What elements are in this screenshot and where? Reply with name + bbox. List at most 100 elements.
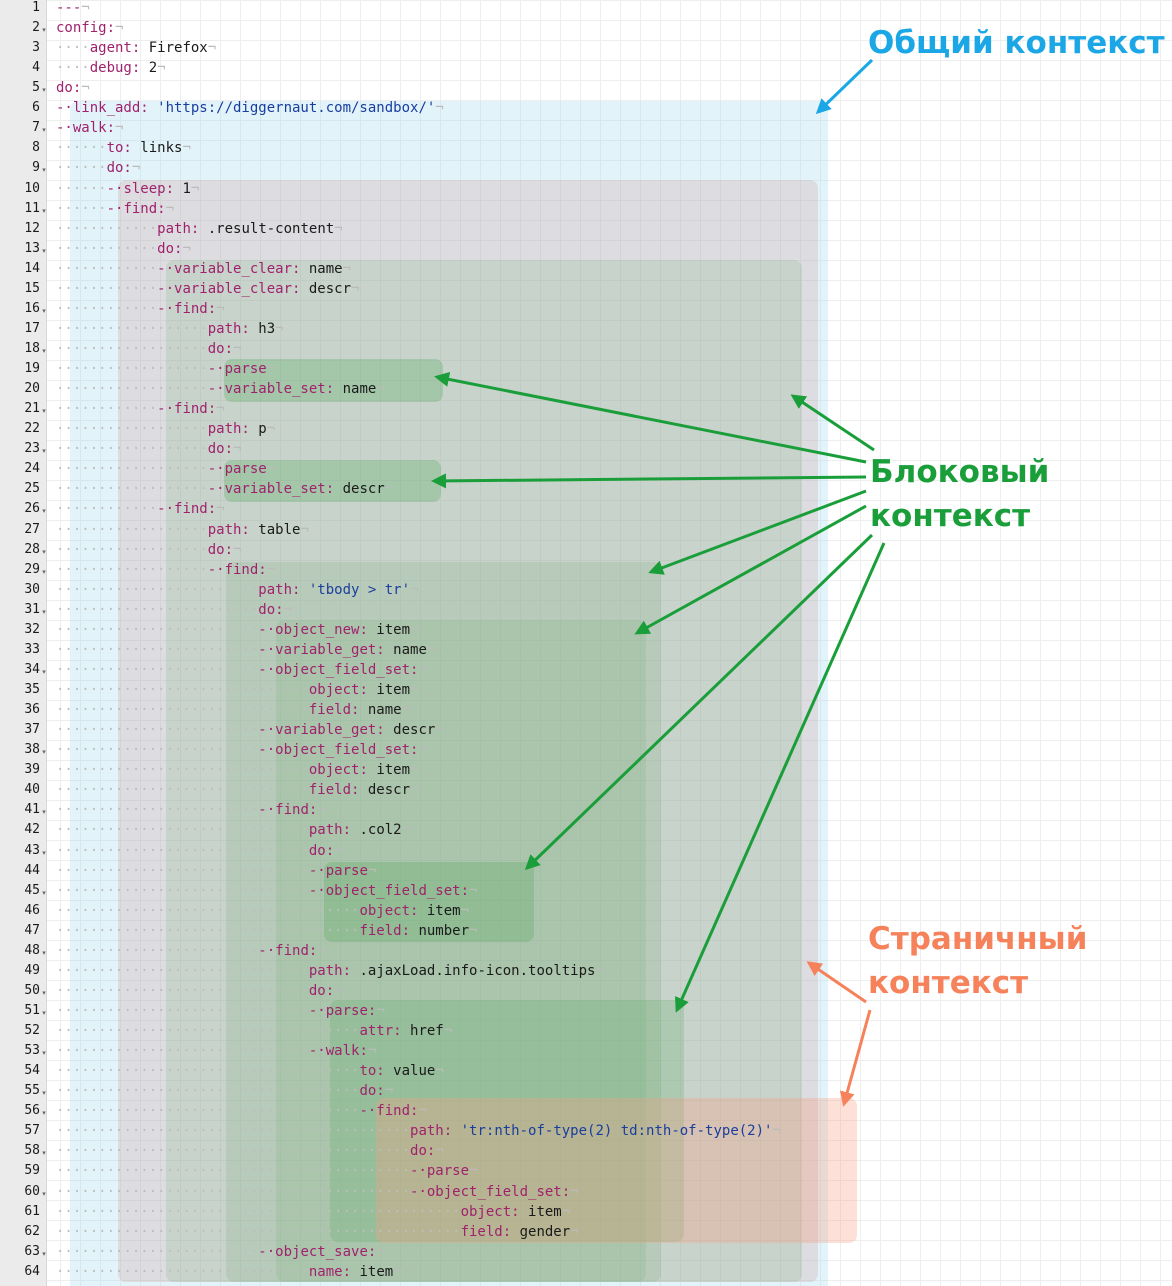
code-line[interactable]: ····debug: 2¬ <box>56 60 166 80</box>
fold-toggle-icon[interactable]: ▾ <box>42 407 46 415</box>
fold-toggle-icon[interactable]: ▾ <box>42 26 46 34</box>
fold-toggle-icon[interactable]: ▾ <box>42 1109 46 1117</box>
code-line[interactable]: ··················do:¬ <box>56 542 241 562</box>
fold-toggle-icon[interactable]: ▾ <box>42 1190 46 1198</box>
code-line[interactable]: -·walk:¬ <box>56 120 123 140</box>
code-line[interactable]: ······························field: des… <box>56 782 418 802</box>
code-line[interactable]: ······························field: nam… <box>56 702 410 722</box>
fold-toggle-icon[interactable]: ▾ <box>42 1009 46 1017</box>
fold-toggle-icon[interactable]: ▾ <box>42 247 46 255</box>
code-line[interactable]: -·link_add: 'https://diggernaut.com/sand… <box>56 100 444 120</box>
yaml-key: do: <box>207 441 234 457</box>
code-line[interactable]: ····································fiel… <box>56 923 477 943</box>
code-line[interactable]: ························-·variable_get: … <box>56 642 435 662</box>
code-line[interactable]: ··················do:¬ <box>56 441 241 461</box>
fold-toggle-icon[interactable]: ▾ <box>42 507 46 515</box>
code-line[interactable]: ····································to: … <box>56 1063 444 1083</box>
eol-marker: ¬ <box>376 1244 385 1260</box>
code-line[interactable]: ······························do:¬ <box>56 843 343 863</box>
code-line[interactable]: ······························-·walk:¬ <box>56 1043 376 1063</box>
code-line[interactable]: ---¬ <box>56 0 90 20</box>
code-line[interactable]: ··················path: h3¬ <box>56 321 284 341</box>
code-line[interactable]: ······························do:¬ <box>56 983 343 1003</box>
list-dash: -· <box>56 100 73 116</box>
code-line[interactable]: ····································do:¬ <box>56 1083 393 1103</box>
code-line[interactable]: config:¬ <box>56 20 123 40</box>
fold-toggle-icon[interactable]: ▾ <box>42 608 46 616</box>
fold-toggle-icon[interactable]: ▾ <box>42 989 46 997</box>
fold-toggle-icon[interactable]: ▾ <box>42 808 46 816</box>
code-line[interactable]: ························-·object_new: it… <box>56 622 418 642</box>
code-line[interactable]: ····································obje… <box>56 903 469 923</box>
code-line[interactable]: ············-·find:¬ <box>56 301 225 321</box>
fold-toggle-icon[interactable]: ▾ <box>42 166 46 174</box>
code-line[interactable]: ······························object: it… <box>56 762 418 782</box>
fold-toggle-icon[interactable]: ▾ <box>42 86 46 94</box>
code-line[interactable]: ········································… <box>56 1163 477 1183</box>
code-line[interactable]: ········································… <box>56 1143 444 1163</box>
whitespace-marker: ·················· <box>56 441 208 457</box>
code-line[interactable]: ··················do:¬ <box>56 341 241 361</box>
code-line[interactable]: ····agent: Firefox¬ <box>56 40 216 60</box>
code-line[interactable]: ······························path: .aja… <box>56 963 604 983</box>
fold-toggle-icon[interactable]: ▾ <box>42 1049 46 1057</box>
code-line[interactable]: ······························-·object_f… <box>56 883 477 903</box>
code-line[interactable]: ··················path: p¬ <box>56 421 275 441</box>
code-line[interactable]: ··················-·variable_set: name¬ <box>56 381 385 401</box>
fold-toggle-icon[interactable]: ▾ <box>42 1250 46 1258</box>
code-line[interactable]: ············-·find:¬ <box>56 501 225 521</box>
fold-toggle-icon[interactable]: ▾ <box>42 207 46 215</box>
code-line[interactable]: ········································… <box>56 1184 579 1204</box>
code-line[interactable]: ························-·find:¬ <box>56 802 326 822</box>
code-line[interactable]: ····································-·fi… <box>56 1103 427 1123</box>
fold-toggle-icon[interactable]: ▾ <box>42 849 46 857</box>
fold-toggle-icon[interactable]: ▾ <box>42 447 46 455</box>
fold-toggle-icon[interactable]: ▾ <box>42 568 46 576</box>
code-line[interactable]: ······························object: it… <box>56 682 418 702</box>
code-line[interactable]: ········································… <box>56 1204 570 1224</box>
code-line[interactable]: ····································attr… <box>56 1023 452 1043</box>
code-line[interactable]: ··················-·parse¬ <box>56 361 275 381</box>
code-line[interactable]: ······-·find:¬ <box>56 201 174 221</box>
code-line[interactable]: ······to: links¬ <box>56 140 191 160</box>
code-line[interactable]: ························-·object_save:¬ <box>56 1244 385 1264</box>
code-line[interactable]: ··················-·parse¬ <box>56 461 275 481</box>
code-line[interactable]: ··················path: table¬ <box>56 522 309 542</box>
code-line[interactable]: ······························-·parse:¬ <box>56 1003 385 1023</box>
fold-toggle-icon[interactable]: ▾ <box>42 307 46 315</box>
code-line[interactable]: ············do:¬ <box>56 241 191 261</box>
code-line[interactable]: ············-·variable_clear: name¬ <box>56 261 351 281</box>
code-line[interactable]: ························-·find:¬ <box>56 943 326 963</box>
code-line[interactable]: ··················-·find:¬ <box>56 562 275 582</box>
code-line[interactable]: ························-·variable_get: … <box>56 722 444 742</box>
fold-toggle-icon[interactable]: ▾ <box>42 949 46 957</box>
fold-toggle-icon[interactable]: ▾ <box>42 1149 46 1157</box>
code-line[interactable]: ············-·find:¬ <box>56 401 225 421</box>
fold-toggle-icon[interactable]: ▾ <box>42 1089 46 1097</box>
yaml-key: find: <box>275 943 318 959</box>
code-line[interactable]: ······························path: .col… <box>56 822 410 842</box>
fold-toggle-icon[interactable]: ▾ <box>42 548 46 556</box>
code-line[interactable]: ············-·variable_clear: descr¬ <box>56 281 359 301</box>
eol-marker: ¬ <box>418 1103 427 1119</box>
code-line[interactable]: ··················-·variable_set: descr¬ <box>56 481 393 501</box>
fold-toggle-icon[interactable]: ▾ <box>42 668 46 676</box>
code-line[interactable]: ························-·object_field_s… <box>56 662 427 682</box>
fold-toggle-icon[interactable]: ▾ <box>42 748 46 756</box>
code-line[interactable]: ······-·sleep: 1¬ <box>56 181 199 201</box>
code-line[interactable]: do:¬ <box>56 80 90 100</box>
code-line[interactable]: ························do:¬ <box>56 602 292 622</box>
fold-toggle-icon[interactable]: ▾ <box>42 126 46 134</box>
fold-toggle-icon[interactable]: ▾ <box>42 889 46 897</box>
fold-toggle-icon[interactable]: ▾ <box>42 347 46 355</box>
code-line[interactable]: ········································… <box>56 1123 781 1143</box>
code-line[interactable]: ························path: 'tbody > t… <box>56 582 418 602</box>
code-line[interactable]: ······do:¬ <box>56 160 140 180</box>
code-line[interactable]: ························-·object_field_s… <box>56 742 427 762</box>
code-line[interactable]: ········································… <box>56 1224 579 1244</box>
code-line[interactable]: ······························name: item… <box>56 1264 402 1284</box>
code-line[interactable]: ······························-·parse¬ <box>56 863 376 883</box>
yaml-key: --- <box>56 0 82 16</box>
code-line[interactable]: ············path: .result-content¬ <box>56 221 343 241</box>
